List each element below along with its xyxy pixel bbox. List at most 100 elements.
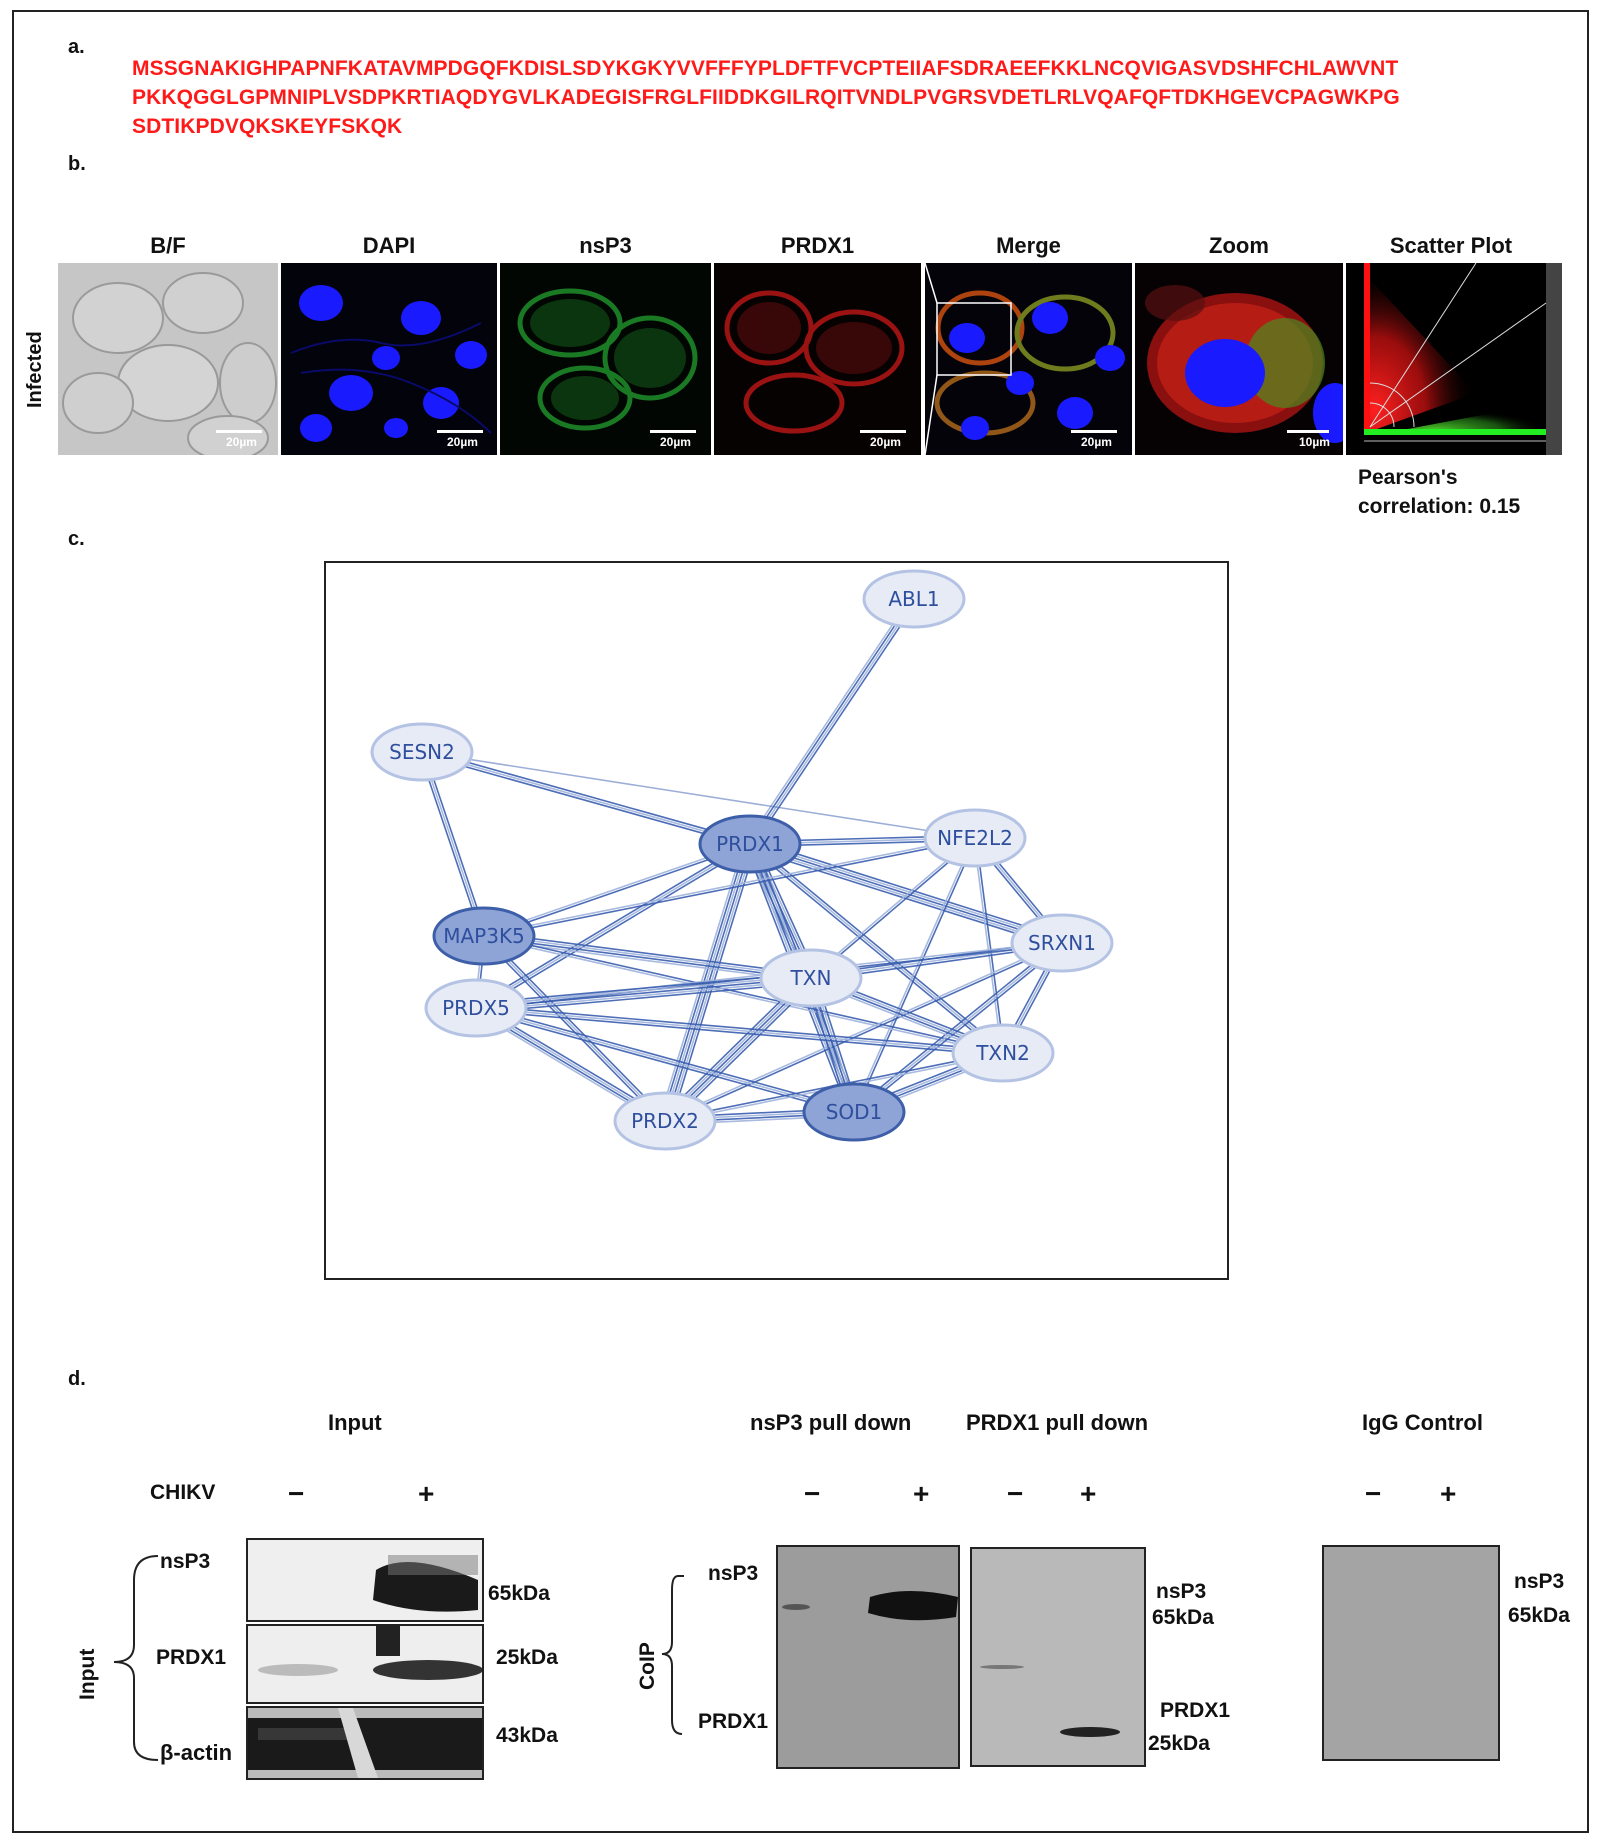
scale-label-merge: 20µm <box>1081 435 1112 449</box>
scatter-plot-graphic <box>1346 263 1562 455</box>
input-row-nsp3: nsP3 <box>160 1550 211 1573</box>
edge-abl1-prdx1 <box>748 597 914 844</box>
edge-txn-prdx5 <box>475 974 811 1007</box>
node-srxn1: SRXN1 <box>1010 913 1114 973</box>
edge-map3k5-prdx2 <box>481 937 664 1124</box>
scale-label-bf: 20µm <box>226 435 257 449</box>
coip-row-nsp3: nsP3 <box>708 1562 759 1585</box>
scale-label-dapi: 20µm <box>447 435 478 449</box>
edge-prdx5-txn2 <box>476 1004 1004 1052</box>
node-label: SESN2 <box>389 740 455 764</box>
edge-prdx5-txn2 <box>475 1007 1004 1054</box>
edge-srxn1-prdx2 <box>664 941 1062 1121</box>
scale-label-nsp3: 20µm <box>660 435 691 449</box>
input-plus: + <box>418 1478 435 1509</box>
coip-bracket <box>661 1575 684 1735</box>
input-row-prdx1: PRDX1 <box>156 1646 227 1669</box>
node-circle <box>923 808 1027 868</box>
node-circle <box>802 1082 906 1142</box>
node-txn: TXN <box>759 948 863 1008</box>
node-label: PRDX1 <box>716 832 784 856</box>
edge-prdx1-prdx5 <box>476 845 752 1011</box>
edge-srxn1-sod1 <box>851 940 1061 1111</box>
node-circle <box>698 814 802 874</box>
blot-input-bactin <box>246 1706 484 1780</box>
node-label: PRDX5 <box>442 996 510 1020</box>
prdx1-pd-plus: + <box>1080 1478 1097 1509</box>
edge-prdx1-txn2 <box>747 845 1002 1056</box>
igg-control-title: IgG Control <box>1362 1410 1483 1435</box>
panel-d-letter: d. <box>68 1368 86 1390</box>
edge-abl1-prdx1 <box>752 600 918 847</box>
edge-txn-prdx5 <box>475 977 812 1009</box>
node-label: TXN <box>790 966 832 990</box>
edge-abl1-prdx1 <box>750 599 916 846</box>
blot-igg-control <box>1322 1545 1500 1761</box>
dapi-nuclei <box>281 263 497 455</box>
edge-sesn2-map3k5 <box>421 751 485 937</box>
input-row-bactin: β-actin <box>160 1740 233 1765</box>
input-size-65: 65kDa <box>488 1582 550 1605</box>
coip-label: CoIP <box>636 1642 659 1690</box>
band-prdx1 <box>248 1626 482 1702</box>
blot-nsp3-pulldown <box>776 1545 960 1769</box>
input-size-43: 43kDa <box>496 1724 558 1747</box>
node-nfe2l2: NFE2L2 <box>923 808 1027 868</box>
edge-prdx5-txn2 <box>475 1009 1003 1057</box>
edge-srxn1-sod1 <box>853 942 1063 1113</box>
sequence-line-1: MSSGNAKIGHPAPNFKATAVMPDGQFKDISLSDYKGKYVV… <box>132 57 1399 80</box>
band-prdx1-pulldown <box>972 1549 1144 1765</box>
node-label: SRXN1 <box>1028 931 1096 955</box>
zoom-connector-lines <box>925 263 938 455</box>
input-minus: − <box>288 1478 305 1509</box>
band-nsp3-pulldown <box>778 1547 958 1767</box>
edge-prdx1-srxn1 <box>750 840 1063 942</box>
edge-srxn1-prdx2 <box>665 943 1063 1123</box>
scalebar <box>1287 430 1329 433</box>
node-sod1: SOD1 <box>802 1082 906 1142</box>
brightfield-cells <box>58 263 278 455</box>
edge-prdx1-prdx5 <box>474 841 750 1007</box>
node-circle <box>613 1091 717 1151</box>
panel-a-letter: a. <box>68 36 85 58</box>
prdx1-pd-minus: − <box>1007 1478 1024 1509</box>
edge-prdx1-prdx5 <box>475 843 751 1009</box>
prdx1-signal <box>714 263 921 455</box>
col-head-prdx1: PRDX1 <box>780 233 855 258</box>
merge-image: 20µm <box>925 263 1132 455</box>
blot-input-nsp3 <box>246 1538 484 1622</box>
blot-prdx1-pulldown <box>970 1547 1146 1767</box>
node-label: PRDX2 <box>631 1109 699 1133</box>
node-map3k5: MAP3K5 <box>432 906 536 966</box>
edge-nfe2l2-map3k5 <box>483 836 975 936</box>
edge-txn-prdx5 <box>476 979 812 1012</box>
band-bactin <box>248 1708 482 1778</box>
figure-frame <box>12 10 1589 1833</box>
edge-nfe2l2-txn2 <box>975 837 1005 1053</box>
input-side-label: Input <box>76 1648 99 1700</box>
input-title: Input <box>328 1410 382 1435</box>
node-abl1: ABL1 <box>862 569 966 629</box>
edge-nfe2l2-map3k5 <box>484 838 976 938</box>
panel-b-letter: b. <box>68 153 86 175</box>
scale-label-zoom: 10µm <box>1299 435 1330 449</box>
edge-map3k5-txn2 <box>484 934 1004 1053</box>
edge-sesn2-map3k5 <box>418 752 483 938</box>
scalebar <box>216 430 262 433</box>
node-circle <box>862 569 966 629</box>
node-circle <box>951 1023 1055 1083</box>
nsp3-pd-minus: − <box>804 1478 821 1509</box>
edge-map3k5-txn <box>484 931 812 976</box>
scale-label-prdx1: 20µm <box>870 435 901 449</box>
prdx1-pd-label-65: 65kDa <box>1152 1606 1214 1629</box>
node-label: MAP3K5 <box>443 924 525 948</box>
edge-map3k5-txn2 <box>483 936 1003 1055</box>
edge-sesn2-prdx1 <box>421 753 750 848</box>
node-prdx2: PRDX2 <box>613 1091 717 1151</box>
igg-label-nsp3: nsP3 <box>1514 1570 1565 1593</box>
pearson-label: Pearson's <box>1358 466 1458 489</box>
edge-map3k5-prdx2 <box>483 935 666 1122</box>
col-head-nsp3: nsP3 <box>579 233 632 258</box>
igg-label-65: 65kDa <box>1508 1604 1570 1627</box>
igg-minus: − <box>1365 1478 1382 1509</box>
